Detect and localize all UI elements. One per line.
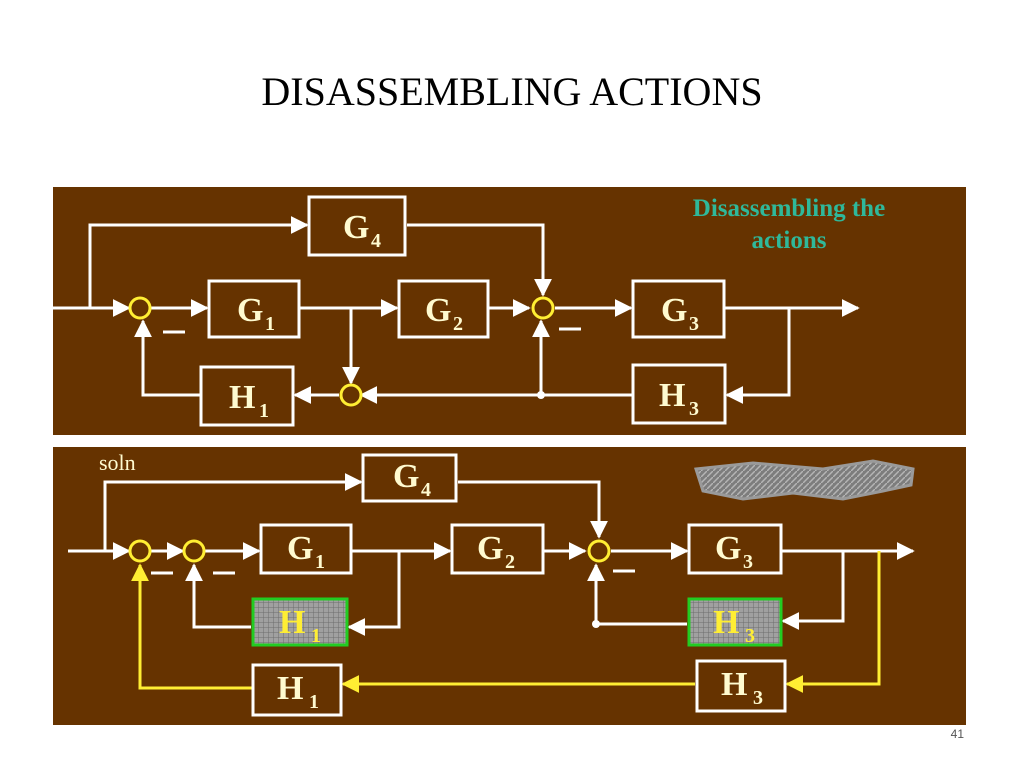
top-block-g4 — [307, 195, 407, 257]
bottom-block-g2 — [450, 523, 545, 575]
bottom-summing-junction-2 — [182, 539, 206, 563]
top-h3-sub: 3 — [689, 398, 699, 420]
top-block-g2 — [397, 279, 490, 339]
top-h3-letter: H — [659, 377, 685, 414]
scribbled-caption — [694, 459, 915, 501]
bottom-block-h1 — [251, 663, 343, 717]
top-g4-feed — [88, 216, 309, 308]
bottom-h3-cancel-feed — [781, 551, 845, 630]
top-h3-feed — [725, 308, 791, 404]
bottom-g4-output — [458, 480, 608, 539]
top-summing-junction-3 — [339, 383, 363, 407]
slide-title: DISASSEMBLING ACTIONS — [261, 69, 763, 114]
top-block-diagram: Disassembling the actions — [53, 187, 966, 435]
bottom-block-g4 — [361, 453, 458, 503]
top-g2-sub: 2 — [453, 313, 463, 335]
bottom-h3-feed — [785, 551, 881, 693]
page-number: 41 — [950, 727, 964, 741]
bottom-block-g3 — [687, 523, 783, 575]
top-junction-dot — [537, 391, 545, 399]
top-g1-sub: 1 — [265, 313, 275, 335]
top-caption-line2: actions — [752, 227, 827, 254]
bottom-g3-letter: G — [715, 530, 741, 567]
bottom-h1-cancel-sub: 1 — [311, 625, 321, 647]
top-block-h3 — [631, 363, 727, 425]
top-h1-feedback — [134, 319, 201, 397]
top-caption-line1: Disassembling the — [693, 195, 885, 222]
bottom-h1-letter: H — [277, 670, 303, 707]
top-g4-letter: G — [343, 209, 369, 246]
bottom-h3-cancel-sub: 3 — [745, 625, 755, 647]
bottom-summing-junction-1 — [128, 539, 152, 563]
bottom-g2-letter: G — [477, 530, 503, 567]
soln-label: soln — [99, 450, 136, 475]
top-g3-sub: 3 — [689, 313, 699, 335]
bottom-h1-cancel-letter: H — [279, 604, 305, 641]
top-g1-letter: G — [237, 292, 263, 329]
bottom-block-g1 — [259, 523, 353, 575]
bottom-h3-cancel-letter: H — [713, 604, 739, 641]
top-summing-junction-2 — [531, 296, 555, 320]
bottom-g2-sub: 2 — [505, 551, 515, 573]
bottom-h1-cancel-feed — [347, 551, 401, 636]
bottom-block-h1-highlighted — [251, 597, 349, 647]
bottom-h3-letter: H — [721, 666, 747, 703]
bottom-h1-feedback — [131, 563, 253, 690]
bottom-g4-sub: 4 — [421, 479, 431, 501]
top-g4-output — [407, 223, 552, 297]
bottom-g1-letter: G — [287, 530, 313, 567]
top-g3-letter: G — [661, 292, 687, 329]
bottom-summing-junction-3 — [587, 539, 611, 563]
bottom-h3-sub: 3 — [753, 687, 763, 709]
top-h1-letter: H — [229, 379, 255, 416]
bottom-h1-sub: 1 — [309, 691, 319, 713]
top-block-g3 — [631, 279, 726, 339]
bottom-h1-cancel-output — [185, 563, 251, 629]
bottom-junction-dot — [592, 620, 600, 628]
bottom-block-h3 — [695, 659, 787, 713]
bottom-g3-sub: 3 — [743, 551, 753, 573]
top-block-h1 — [199, 365, 295, 427]
bottom-g4-letter: G — [393, 458, 419, 495]
bottom-block-h3-highlighted — [687, 597, 783, 647]
top-h1-sub: 1 — [259, 400, 269, 422]
bottom-g4-feed — [103, 473, 363, 551]
top-g4-sub: 4 — [371, 230, 381, 252]
top-g2-letter: G — [425, 292, 451, 329]
top-summing-junction-1 — [128, 296, 152, 320]
bottom-block-diagram: soln — [53, 447, 966, 725]
bottom-g1-sub: 1 — [315, 551, 325, 573]
top-block-g1 — [207, 279, 301, 339]
